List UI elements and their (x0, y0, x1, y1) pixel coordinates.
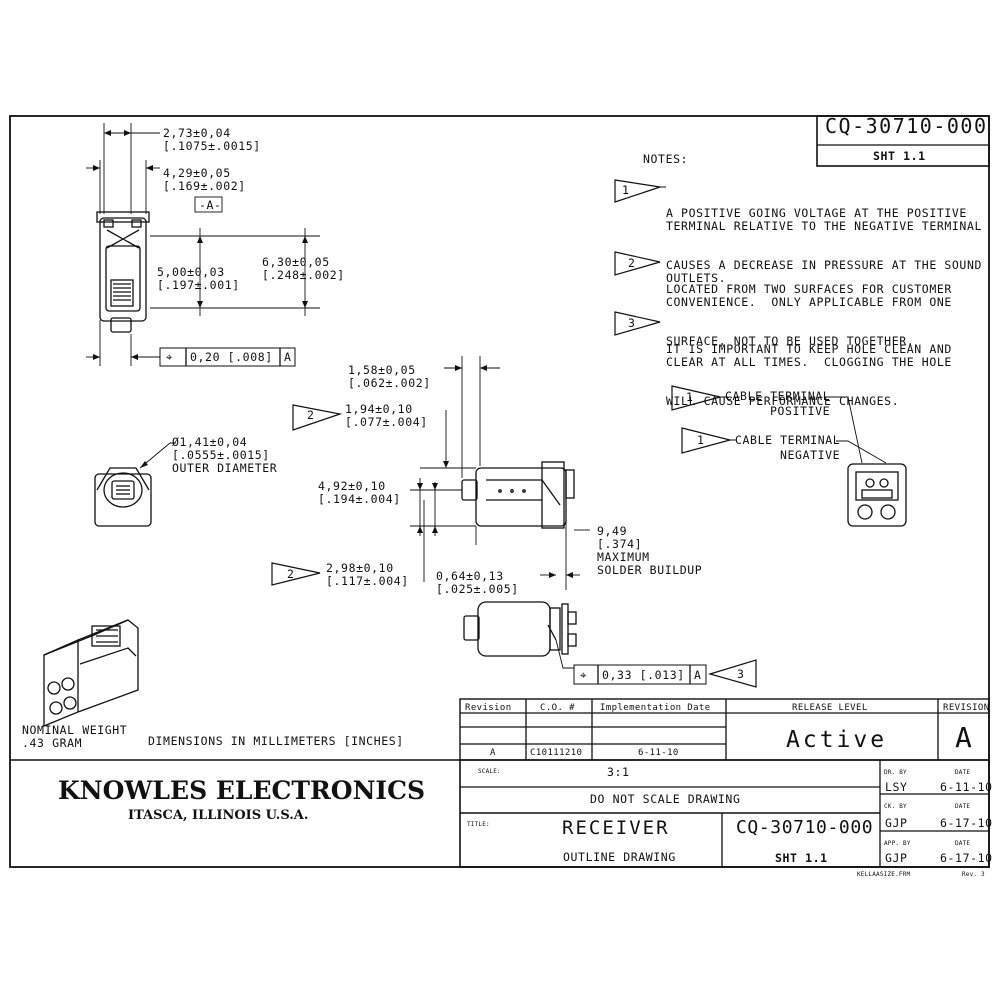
terminal-view (847, 463, 907, 527)
title-sheet: SHT 1.1 (775, 851, 828, 865)
app-date: 6-17-10 (940, 851, 993, 865)
revision-value: A (955, 721, 973, 754)
fcf1-datum: A (284, 350, 292, 364)
cable-negative-number: 1 (697, 433, 705, 447)
rev-header-date: Implementation Date (600, 703, 711, 713)
rev-row-date: 6-11-10 (638, 748, 679, 758)
dim-1-94: 1,94±0,10[.077±.004] (345, 402, 428, 429)
release-level-value: Active (786, 727, 888, 753)
dim-4-29: 4,29±0,05[.169±.002] (163, 166, 246, 193)
bottom-side-view (463, 601, 577, 657)
dim-2-73: 2,73±0,04[.1075±.0015] (163, 126, 261, 153)
cable-negative-line2: NEGATIVE (780, 448, 841, 462)
cable-positive-number: 1 (686, 390, 694, 404)
dim-1-94-number: 2 (307, 408, 315, 422)
drawing-subtitle: OUTLINE DRAWING (563, 850, 676, 864)
dr-by: LSY (885, 780, 908, 794)
rev-header-co: C.O. # (540, 703, 575, 713)
rev-header-revision: Revision (465, 703, 512, 713)
fcf1-symbol: ⌖ (166, 350, 174, 364)
cable-negative-line1: CABLE TERMINAL (735, 433, 841, 447)
units-note: DIMENSIONS IN MILLIMETERS [INCHES] (148, 734, 404, 748)
footer-rev: Rev. 3 (962, 871, 985, 878)
cable-positive-line2: POSITIVE (770, 404, 831, 418)
part-number-box (816, 115, 990, 167)
ck-date: 6-17-10 (940, 816, 993, 830)
note-1-text: A POSITIVE GOING VOLTAGE AT THE POSITIVE… (666, 206, 982, 285)
notes-title: NOTES: (643, 152, 689, 166)
top-view-dims (86, 123, 320, 366)
fcf2-datum: A (694, 668, 702, 682)
note-1-number: 1 (622, 183, 630, 197)
side-view (461, 461, 575, 529)
nominal-weight: NOMINAL WEIGHT.43 GRAM (22, 723, 128, 750)
ck-by-label: CK. BY (884, 803, 907, 810)
release-level-label: RELEASE LEVEL (792, 703, 868, 713)
dim-6-30: 6,30±0,05[.248±.002] (262, 255, 345, 282)
dim-4-92: 4,92±0,10[.194±.004] (318, 479, 401, 506)
drawing-title: RECEIVER (562, 817, 670, 839)
app-by: GJP (885, 851, 908, 865)
ck-by: GJP (885, 816, 908, 830)
do-not-scale: DO NOT SCALE DRAWING (590, 792, 741, 806)
note-flags (271, 179, 757, 688)
dr-date: 6-11-10 (940, 780, 993, 794)
revision-label: REVISION (943, 703, 990, 713)
side-view-dims (410, 356, 590, 590)
dim-2-98-number: 2 (287, 567, 295, 581)
datum-a: -A- (199, 198, 222, 212)
rev-row-revision: A (490, 748, 496, 758)
dim-2-98: 2,98±0,10[.117±.004] (326, 561, 409, 588)
end-view (94, 467, 152, 527)
isometric-view (43, 619, 139, 727)
dim-1-58: 1,58±0,05[.062±.002] (348, 363, 431, 390)
top-view (96, 211, 150, 333)
title-label: TITLE: (467, 821, 490, 828)
scale-label: SCALE: (478, 768, 501, 775)
dim-0-64: 0,64±0,13[.025±.005] (436, 569, 519, 596)
ck-date-label: DATE (955, 803, 971, 810)
app-by-label: APP. BY (884, 840, 911, 847)
fcf2-symbol: ⌖ (580, 668, 588, 682)
company-name: KNOWLES ELECTRONICS (58, 776, 426, 805)
dim-diameter: Ø1,41±0,04[.0555±.0015]OUTER DIAMETER (172, 435, 278, 475)
footer-form: KELLAASIZE.FRM (857, 871, 911, 878)
dr-by-label: DR. BY (884, 769, 907, 776)
header-part-number: CQ-30710-000 (825, 114, 988, 138)
company-location: ITASCA, ILLINOIS U.S.A. (128, 808, 309, 823)
header-sheet: SHT 1.1 (873, 149, 926, 163)
dim-5-00: 5,00±0,03[.197±.001] (157, 265, 240, 292)
title-part-number: CQ-30710-000 (736, 817, 874, 838)
fcf2-value: 0,33 [.013] (602, 668, 685, 682)
note-3-number: 3 (628, 316, 636, 330)
dr-date-label: DATE (955, 769, 971, 776)
cable-positive-line1: CABLE TERMINAL (725, 389, 831, 403)
note-2-number: 2 (628, 256, 636, 270)
app-date-label: DATE (955, 840, 971, 847)
rev-row-co: C10111210 (530, 748, 583, 758)
scale-value: 3:1 (607, 765, 630, 779)
fcf2-note-number: 3 (737, 667, 745, 681)
fcf1-value: 0,20 [.008] (190, 350, 273, 364)
